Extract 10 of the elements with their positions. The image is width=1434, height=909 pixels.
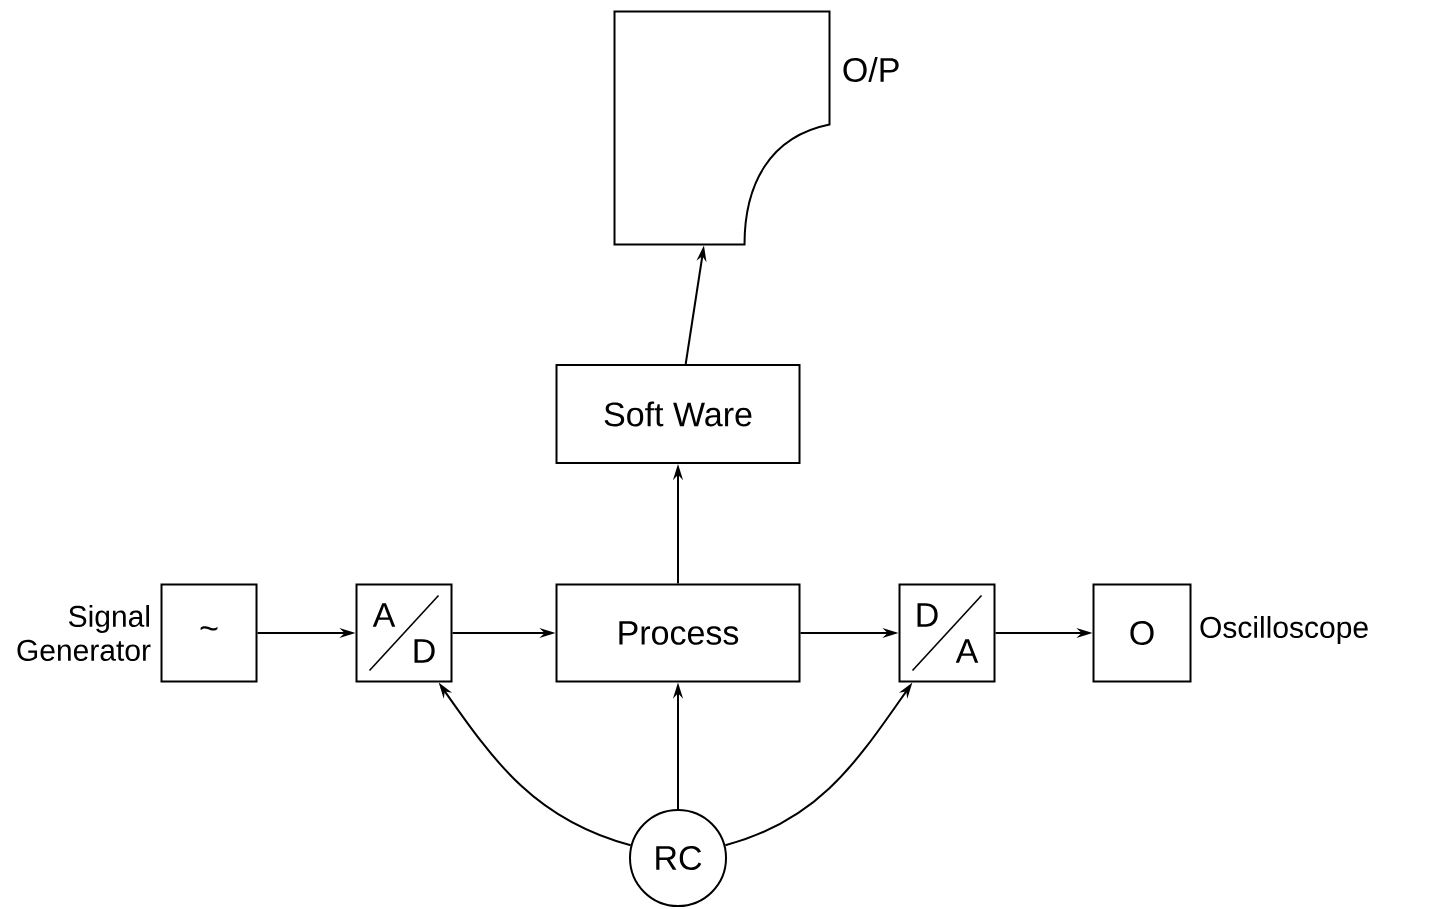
node-label: O/P xyxy=(843,57,899,82)
block-box: Soft Ware xyxy=(555,364,801,464)
device-label: Oscilloscope xyxy=(1200,616,1368,644)
converter-box: A D xyxy=(355,583,453,683)
output-sheet: O/P xyxy=(613,10,899,246)
device-label: Signal Generator xyxy=(17,605,151,661)
converter-box: D A xyxy=(898,583,996,683)
block-box: O xyxy=(1092,583,1192,683)
block-box: Process xyxy=(555,583,801,683)
block-box: ~ xyxy=(160,583,258,683)
